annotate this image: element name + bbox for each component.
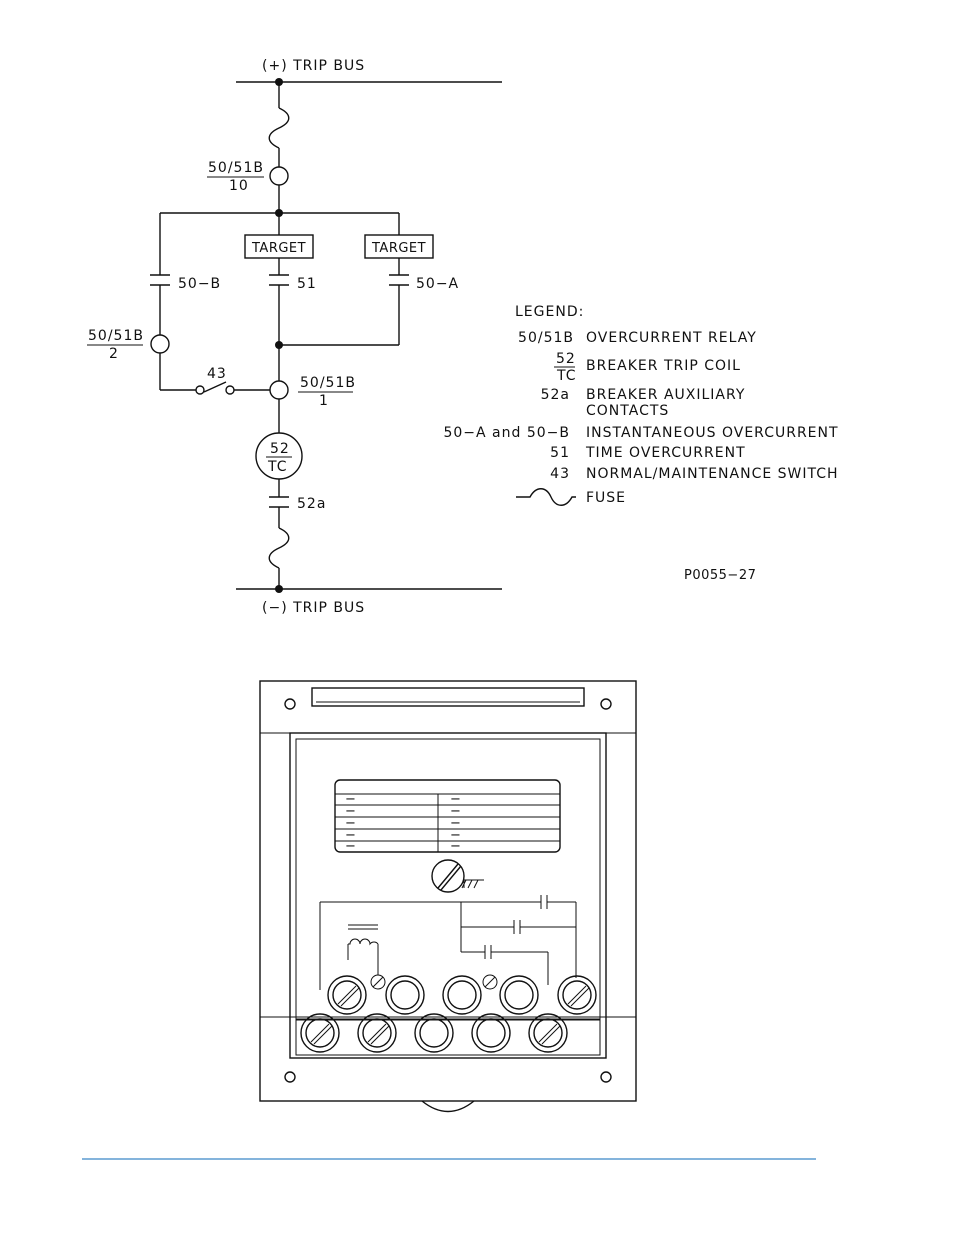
terminal-row-lower	[300, 1013, 568, 1053]
nameplate-cell: −	[345, 804, 356, 819]
switch-43-icon	[195, 385, 205, 395]
legend-symbol: 52a	[541, 387, 570, 403]
relay-10-label-bottom: 10	[229, 178, 249, 194]
terminal-screw-icon	[385, 975, 425, 1015]
relay-10-label-top: 50/51B	[208, 160, 264, 176]
nameplate-cell: −	[450, 792, 461, 807]
legend-description: NORMAL/MAINTENANCE SWITCH	[586, 466, 839, 482]
contact-50a-label: 50−A	[416, 276, 459, 292]
legend: LEGEND: 50/51B OVERCURRENT RELAY 52 TC B…	[443, 304, 839, 506]
relay-1-label-top: 50/51B	[300, 375, 356, 391]
nameplate-cell: −	[450, 839, 461, 854]
terminal-screw-icon	[499, 975, 539, 1015]
small-screw-icon	[370, 974, 386, 990]
terminal-row-upper	[327, 974, 597, 1015]
terminal-screw-icon	[471, 1013, 511, 1053]
top-slot	[311, 687, 585, 707]
drawing-number: P0055−27	[684, 568, 756, 583]
fuse-bottom-icon	[268, 527, 290, 569]
nameplate-cell: −	[450, 816, 461, 831]
nameplate-cell: −	[450, 804, 461, 819]
nameplate-cell: −	[345, 839, 356, 854]
coil-icon	[347, 924, 379, 975]
legend-description: BREAKER AUXILIARY	[586, 387, 745, 403]
relay-2-label-top: 50/51B	[88, 328, 144, 344]
mounting-screw-icon	[284, 698, 296, 710]
terminal-screw-icon	[442, 975, 482, 1015]
legend-symbol: 50/51B	[518, 330, 574, 346]
schematic: (+) TRIP BUS 50/51B 10 50−B 50/51B 2 43	[87, 58, 756, 616]
relay-1-label-bottom: 1	[319, 393, 329, 409]
contact-51-label: 51	[297, 276, 317, 292]
legend-symbol-top: 52	[556, 351, 576, 367]
trip-coil-label-top: 52	[270, 441, 290, 457]
ground-screw-icon	[431, 859, 465, 893]
ground-symbol-icon	[461, 879, 484, 889]
nameplate-cell: −	[345, 816, 356, 831]
legend-description: OVERCURRENT RELAY	[586, 330, 757, 346]
terminal-screw-icon	[300, 1013, 340, 1053]
relay-10-coil-icon	[269, 166, 289, 186]
terminal-screw-icon	[357, 1013, 397, 1053]
target-label-center: TARGET	[251, 241, 306, 256]
contact-52a-label: 52a	[297, 496, 326, 512]
legend-description-line2: CONTACTS	[586, 403, 669, 419]
mounting-screw-icon	[600, 1071, 612, 1083]
nameplate-cell: −	[345, 828, 356, 843]
small-screw-icon	[482, 974, 498, 990]
legend-title: LEGEND:	[515, 304, 584, 320]
legend-symbol-bottom: TC	[556, 368, 577, 384]
relay-1-coil-icon	[269, 380, 289, 400]
nameplate	[334, 779, 561, 853]
positive-trip-bus-label: (+) TRIP BUS	[262, 58, 365, 74]
relay-front-view: − − − − − − − − − −	[259, 680, 637, 1113]
trip-coil-label-bottom: TC	[267, 459, 288, 475]
terminal-screw-icon	[557, 975, 597, 1015]
relay-case-outer	[259, 680, 637, 1102]
nameplate-cell: −	[450, 828, 461, 843]
legend-description: FUSE	[586, 490, 626, 506]
mounting-screw-icon	[600, 698, 612, 710]
mounting-screw-icon	[284, 1071, 296, 1083]
legend-symbol: 51	[550, 445, 570, 461]
relay-2-label-bottom: 2	[109, 346, 119, 362]
legend-description: INSTANTANEOUS OVERCURRENT	[586, 425, 839, 441]
case-bottom-tab	[421, 1100, 475, 1113]
nameplate-cell: −	[345, 792, 356, 807]
terminal-screw-icon	[528, 1013, 568, 1053]
terminal-screw-icon	[327, 975, 367, 1015]
legend-symbol: 43	[550, 466, 570, 482]
fuse-top-icon	[268, 107, 290, 149]
legend-description: BREAKER TRIP COIL	[586, 358, 741, 374]
switch-43-label: 43	[207, 366, 227, 382]
legend-description: TIME OVERCURRENT	[585, 445, 746, 461]
terminal-screw-icon	[414, 1013, 454, 1053]
legend-symbol: 50−A and 50−B	[443, 425, 570, 441]
contact-50b-label: 50−B	[178, 276, 221, 292]
relay-2-coil-icon	[150, 334, 170, 354]
fuse-legend-icon	[516, 488, 576, 506]
target-label-right: TARGET	[371, 241, 426, 256]
negative-trip-bus-label: (−) TRIP BUS	[262, 600, 365, 616]
